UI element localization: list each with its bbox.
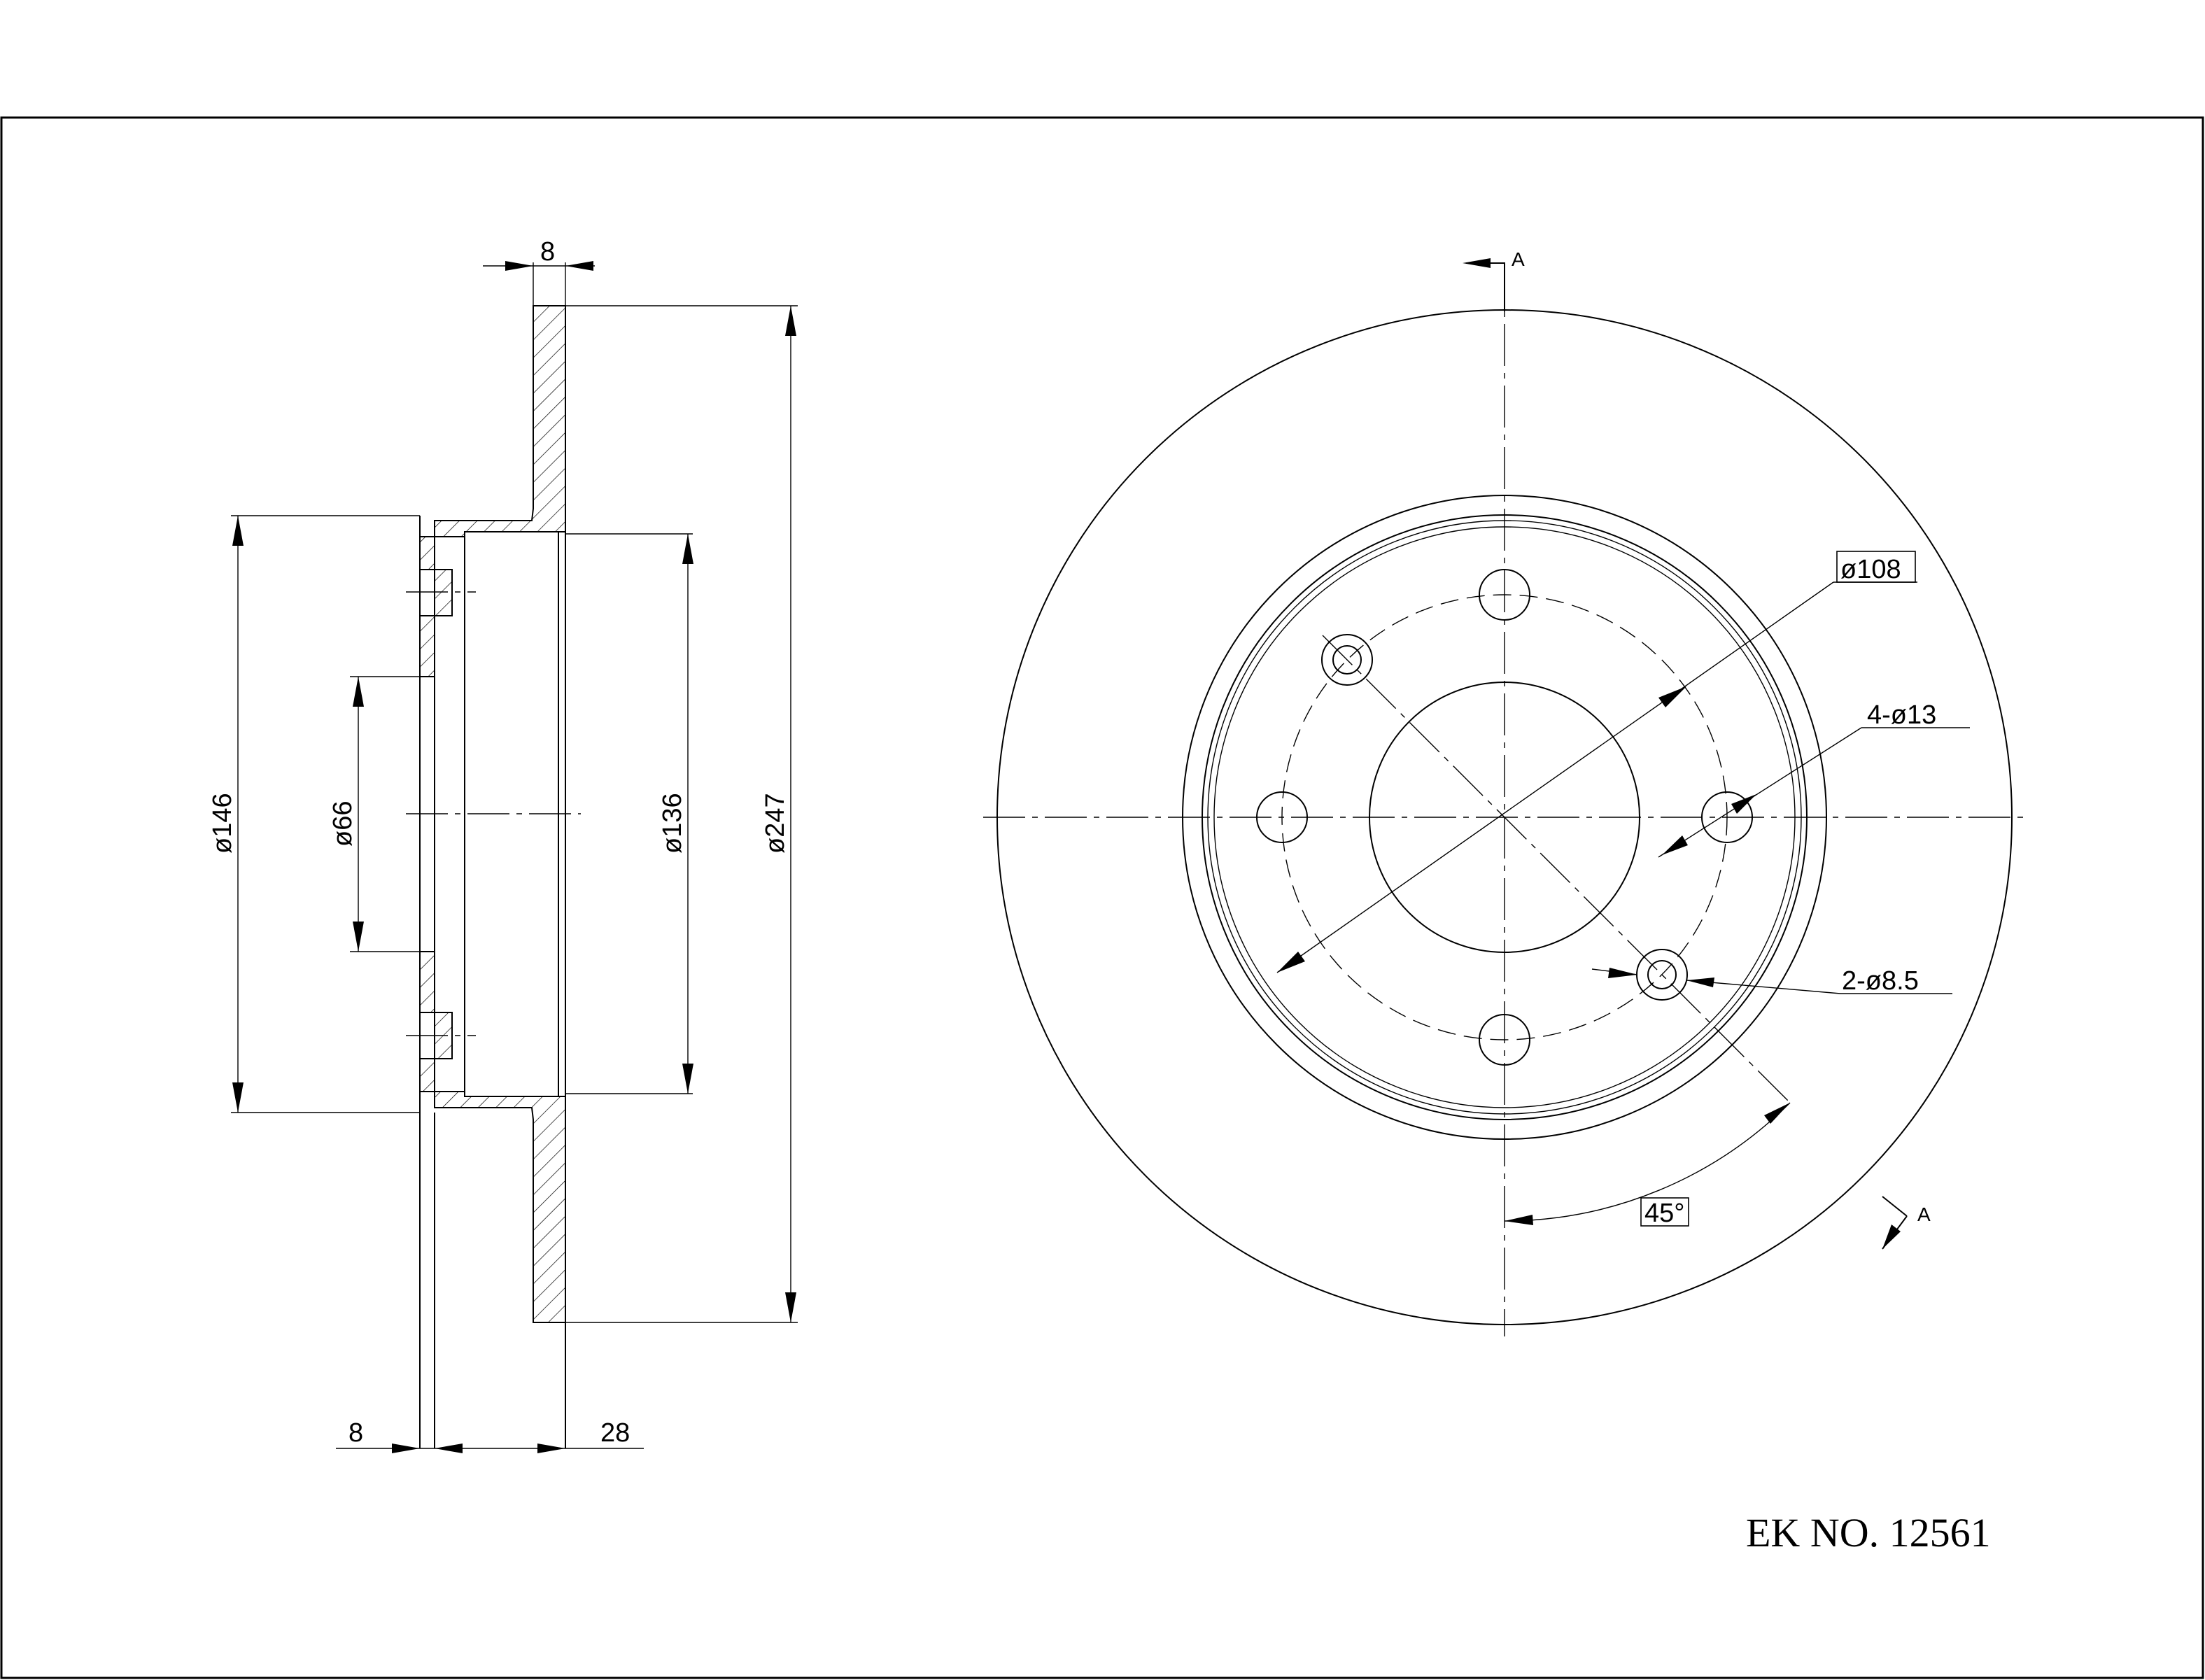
dim-label-8-bottom: 8 [348, 1418, 363, 1448]
label-box-45 [1640, 1197, 1689, 1227]
arrow-head [1662, 835, 1688, 855]
arrow-head [353, 922, 364, 952]
arrow-head [1505, 1215, 1533, 1225]
arrow-head [1658, 686, 1686, 707]
rotor-section-top [419, 305, 566, 677]
section-label-top: A [1512, 248, 1525, 270]
leader-108 [1276, 581, 1834, 973]
pin-hole-upper-left [1321, 634, 1373, 686]
drawing-frame [0, 116, 2204, 1679]
dim-label-108: ø108 [1840, 555, 1901, 584]
dim-label-146: ø146 [208, 793, 237, 854]
dim-label-66: ø66 [328, 801, 358, 847]
pin-hole-upper-left-inner [1332, 645, 1362, 675]
section-arrow [1463, 258, 1491, 268]
arrow-head [232, 1082, 244, 1113]
arrow-head [682, 534, 693, 564]
side-section-view: 8 ø247 ø136 ø146 ø66 8 28 [208, 237, 798, 1453]
arrow-head [1277, 952, 1305, 973]
arrow-head [1764, 1103, 1790, 1124]
label-box-108 [1836, 551, 1916, 583]
pin-hole-lower-right-inner [1647, 960, 1677, 989]
diagonal-centerline [1322, 635, 1792, 1105]
dim-label-85: 2-ø8.5 [1842, 966, 1919, 996]
arrow-head [435, 1443, 463, 1453]
arrow-head [1731, 794, 1756, 814]
dim-label-136: ø136 [658, 793, 687, 854]
dim-label-45: 45° [1644, 1199, 1684, 1228]
front-view: A A ø108 4-ø13 2-ø8.5 45° [983, 248, 2026, 1336]
arrow-head [565, 261, 593, 271]
section-arrow [1882, 1224, 1901, 1249]
dim-label-247: ø247 [761, 793, 790, 854]
part-number: EK NO. 12561 [1746, 1510, 1991, 1555]
arrow-head [392, 1443, 420, 1453]
rotor-section-bottom [419, 951, 566, 1323]
arrow-head [1686, 977, 1714, 987]
arrow-head [232, 516, 244, 546]
arrow-head [785, 1292, 796, 1322]
arrow-head [682, 1064, 693, 1094]
arrow-head [1608, 968, 1637, 978]
arrow-head [785, 306, 796, 336]
leader-13 [1658, 727, 1862, 858]
dim-label-13: 4-ø13 [1867, 700, 1936, 730]
arrow-head [505, 261, 533, 271]
section-label-bottom: A [1917, 1203, 1931, 1225]
arrow-head [353, 677, 364, 707]
dim-label-28: 28 [600, 1418, 630, 1448]
dim-label-8-top: 8 [540, 237, 555, 267]
section-line-bottom [1882, 1196, 1908, 1217]
arrow-head [537, 1443, 565, 1453]
angle-arc-45 [1504, 1102, 1791, 1222]
